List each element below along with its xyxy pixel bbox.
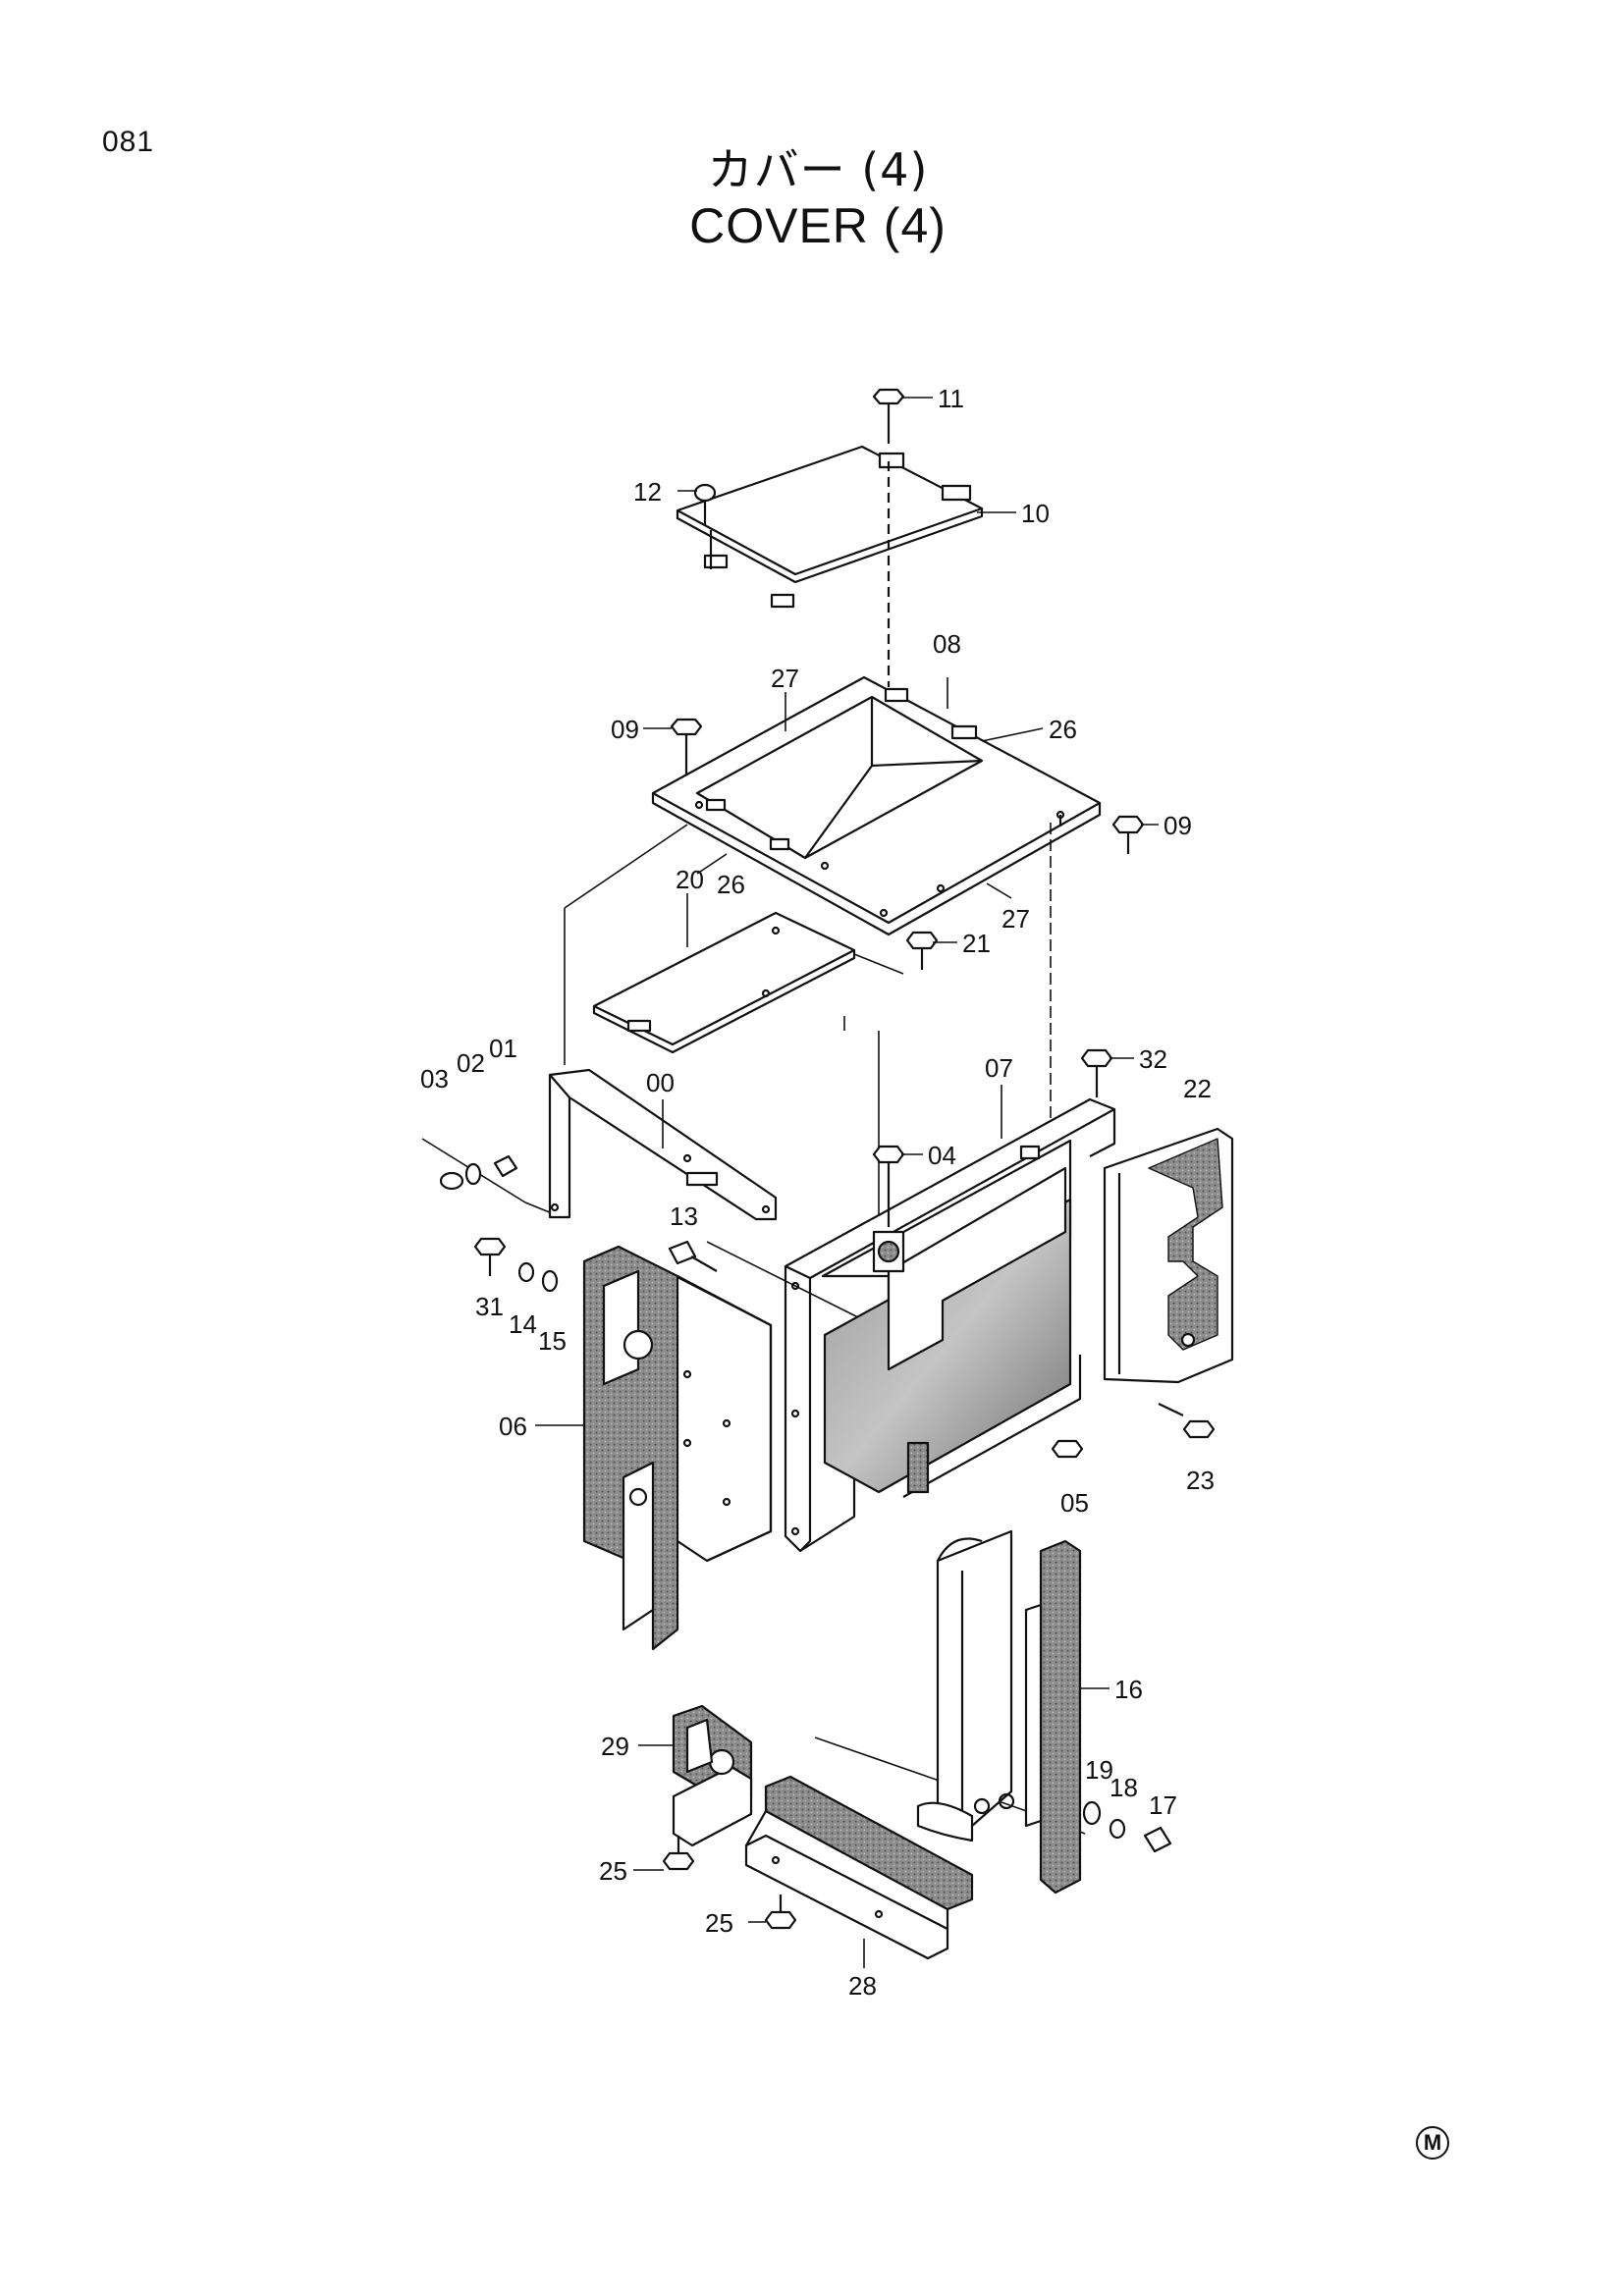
callout-26-bottom: 26 [717,870,745,899]
manufacturer-mark: M [1416,2126,1449,2160]
callout-18: 18 [1110,1773,1138,1802]
callout-27-top: 27 [771,664,799,693]
bolt-04 [872,1145,905,1227]
bottom-rail-28 [744,1775,974,1960]
callout-08: 08 [933,629,961,659]
bolt-09-left [670,718,703,775]
plate-20 [592,911,856,1054]
vertical-post [916,1529,1015,1842]
bolt-31 [473,1237,507,1276]
callout-01: 01 [489,1034,517,1063]
callout-10: 10 [1021,499,1050,528]
washer-19 [1082,1800,1102,1826]
callout-leaders [535,397,1159,1968]
callout-09-left: 09 [611,715,639,744]
callout-06: 06 [499,1412,527,1441]
callout-19: 19 [1085,1755,1113,1785]
washer-18 [1109,1818,1126,1840]
callout-15: 15 [538,1326,567,1356]
foam-strip-16 [1024,1539,1082,1895]
top-lid-plate [676,445,984,609]
callout-31: 31 [475,1292,504,1321]
callout-26-right: 26 [1049,715,1077,744]
callout-32: 32 [1139,1044,1167,1074]
hinge-bolt [872,388,905,687]
callout-04: 04 [928,1141,956,1170]
bolt-25-upper [662,1836,695,1871]
bolt-01 [493,1154,518,1178]
washer-14 [517,1261,535,1283]
callout-20: 20 [676,865,704,894]
callout-13: 13 [670,1201,698,1231]
title-japanese: カバー (4) [707,143,929,196]
callout-02: 02 [457,1048,485,1078]
bolt-05 [1051,1439,1084,1459]
screw-12 [693,483,717,525]
callout-12: 12 [633,477,662,507]
callout-22: 22 [1183,1074,1212,1103]
callout-14: 14 [509,1309,537,1339]
callout-03: 03 [420,1064,449,1094]
washer-03 [439,1171,464,1191]
bolt-21 [905,931,939,970]
bracket-29 [672,1704,753,1847]
callout-23: 23 [1186,1466,1215,1495]
callout-25-upper: 25 [599,1856,627,1886]
callout-05: 05 [1060,1488,1089,1518]
bolt-32 [1080,1048,1113,1097]
callout-16: 16 [1114,1675,1143,1704]
washer-15 [541,1269,559,1293]
callout-27-bottom: 27 [1001,904,1030,934]
callout-25-lower: 25 [705,1908,733,1938]
main-frame-07 [784,1097,1116,1553]
title-english: COVER (4) [689,198,947,253]
bolt-09-right [1111,815,1145,854]
side-panel-06 [582,1245,773,1651]
bolt-23 [1158,1403,1216,1439]
callout-17: 17 [1149,1790,1177,1820]
bolt-25-lower [764,1895,797,1930]
bolt-17 [1143,1826,1172,1853]
callout-labels: 11 12 10 08 27 26 09 26 09 27 20 21 03 0… [420,384,1215,2001]
callout-28: 28 [848,1971,877,2001]
callout-07: 07 [985,1053,1013,1083]
callout-11: 11 [938,384,964,413]
page-number: 081 [102,126,155,158]
callout-00: 00 [646,1068,675,1097]
frame-plate-08 [651,675,1102,936]
callout-21: 21 [962,929,991,958]
side-plate-22 [1103,1127,1234,1384]
callout-29: 29 [601,1732,629,1761]
callout-09-right: 09 [1164,811,1192,840]
washer-02 [464,1162,482,1186]
bolt-13 [668,1240,718,1272]
